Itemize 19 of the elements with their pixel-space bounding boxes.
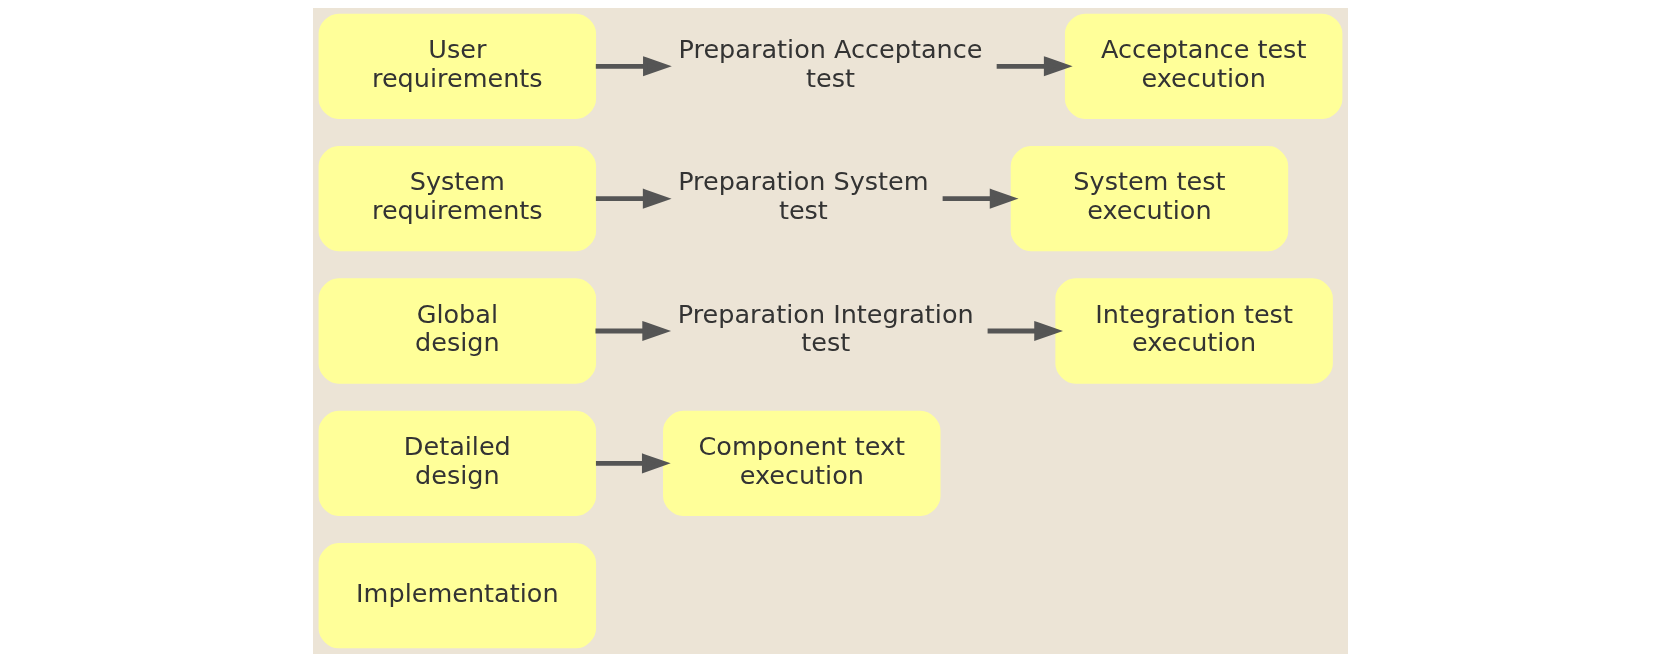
node-box: System test execution [1010, 146, 1288, 252]
arrow [942, 188, 1019, 209]
node-box: Global design [318, 278, 596, 384]
node-box: Acceptance test execution [1064, 13, 1342, 119]
node-text: Preparation Acceptance test [678, 33, 982, 93]
node-box: System requirements [318, 146, 596, 252]
node-box: Integration test execution [1054, 278, 1333, 384]
arrow [595, 188, 672, 209]
arrow [595, 453, 671, 474]
node-box: User requirements [318, 13, 596, 119]
arrow [996, 56, 1073, 77]
arrow [595, 56, 672, 77]
node-text: Preparation Integration test [677, 298, 974, 358]
arrow [594, 320, 671, 342]
node-text: Preparation System test [677, 166, 929, 226]
arrow [987, 320, 1063, 342]
node-box: Detailed design [318, 410, 596, 516]
node-box: Component text execution [662, 410, 941, 516]
node-box: Implementation [318, 543, 596, 649]
